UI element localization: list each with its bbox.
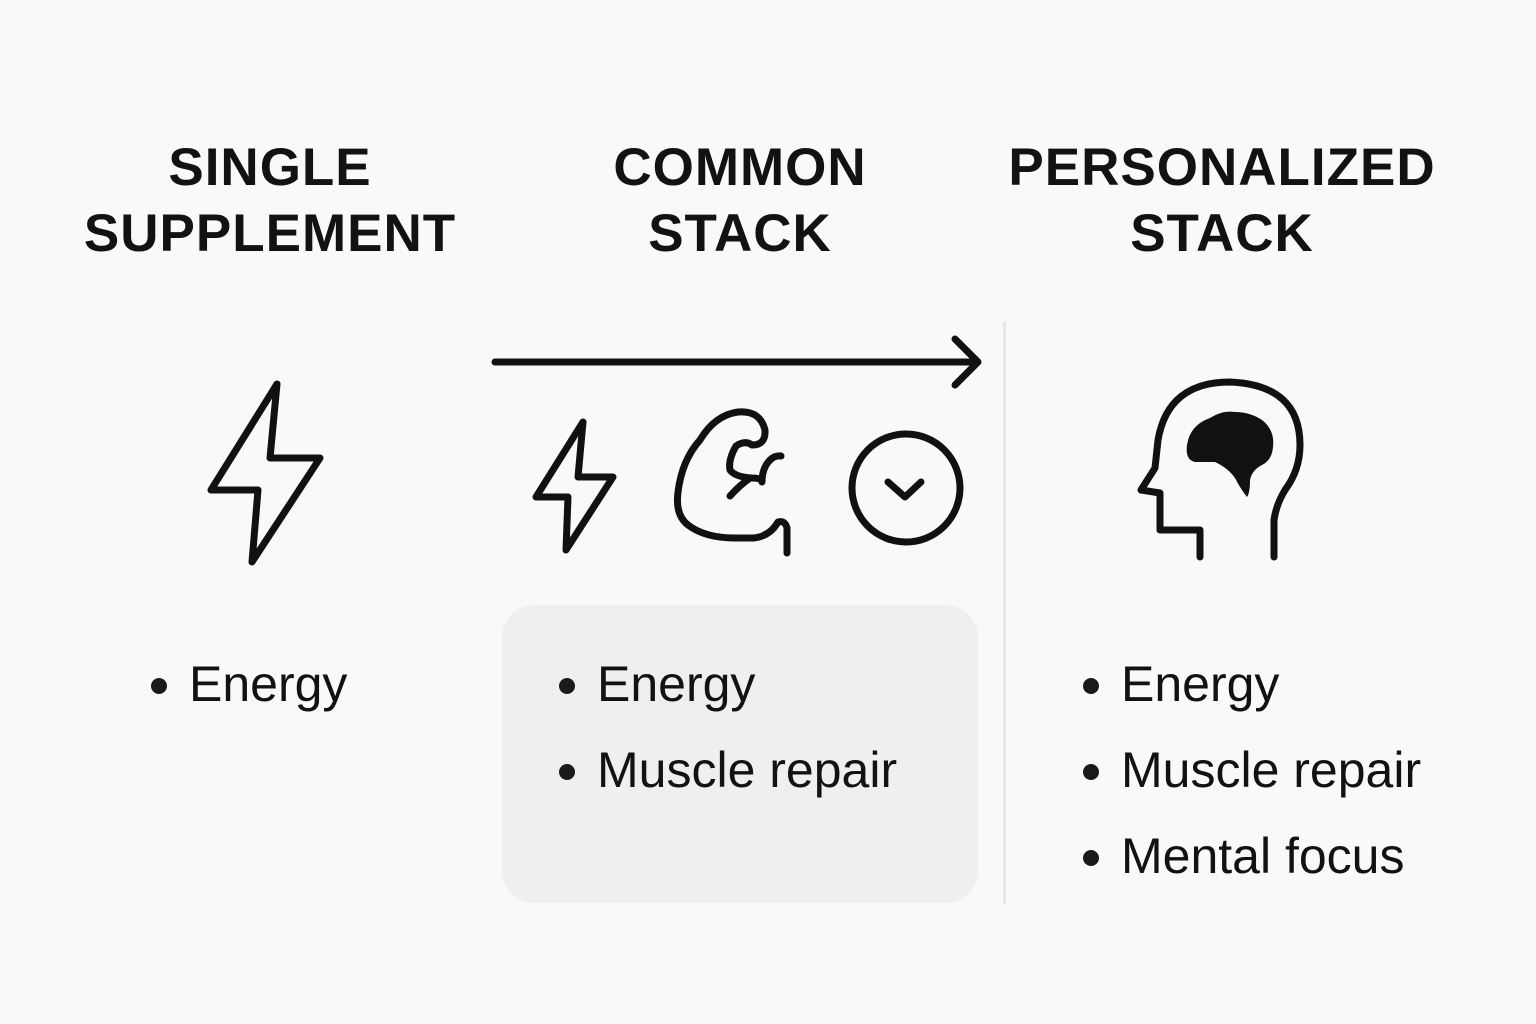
common-stack-card <box>502 605 978 903</box>
benefit-item: Energy <box>1083 641 1421 727</box>
heading-line: PERSONALIZED <box>1008 138 1436 197</box>
benefits-list-single: Energy <box>151 641 347 727</box>
benefit-item: Muscle repair <box>559 727 897 813</box>
heading-line: STACK <box>1130 204 1314 263</box>
benefits-list-common: Energy Muscle repair <box>559 641 897 813</box>
benefit-item: Mental focus <box>1083 813 1421 899</box>
heading-line: SINGLE <box>168 138 372 197</box>
benefit-item: Energy <box>559 641 897 727</box>
heading-personalized-stack: PERSONALIZED STACK <box>1002 135 1442 267</box>
column-divider <box>1003 322 1006 904</box>
benefits-list-personalized: Energy Muscle repair Mental focus <box>1083 641 1421 899</box>
heading-common-stack: COMMON STACK <box>540 135 940 267</box>
heading-line: SUPPLEMENT <box>83 204 457 263</box>
benefit-item: Energy <box>151 641 347 727</box>
heading-single-supplement: SINGLE SUPPLEMENT <box>70 135 470 267</box>
heading-line: STACK <box>648 204 832 263</box>
heading-line: COMMON <box>613 138 867 197</box>
benefit-item: Muscle repair <box>1083 727 1421 813</box>
